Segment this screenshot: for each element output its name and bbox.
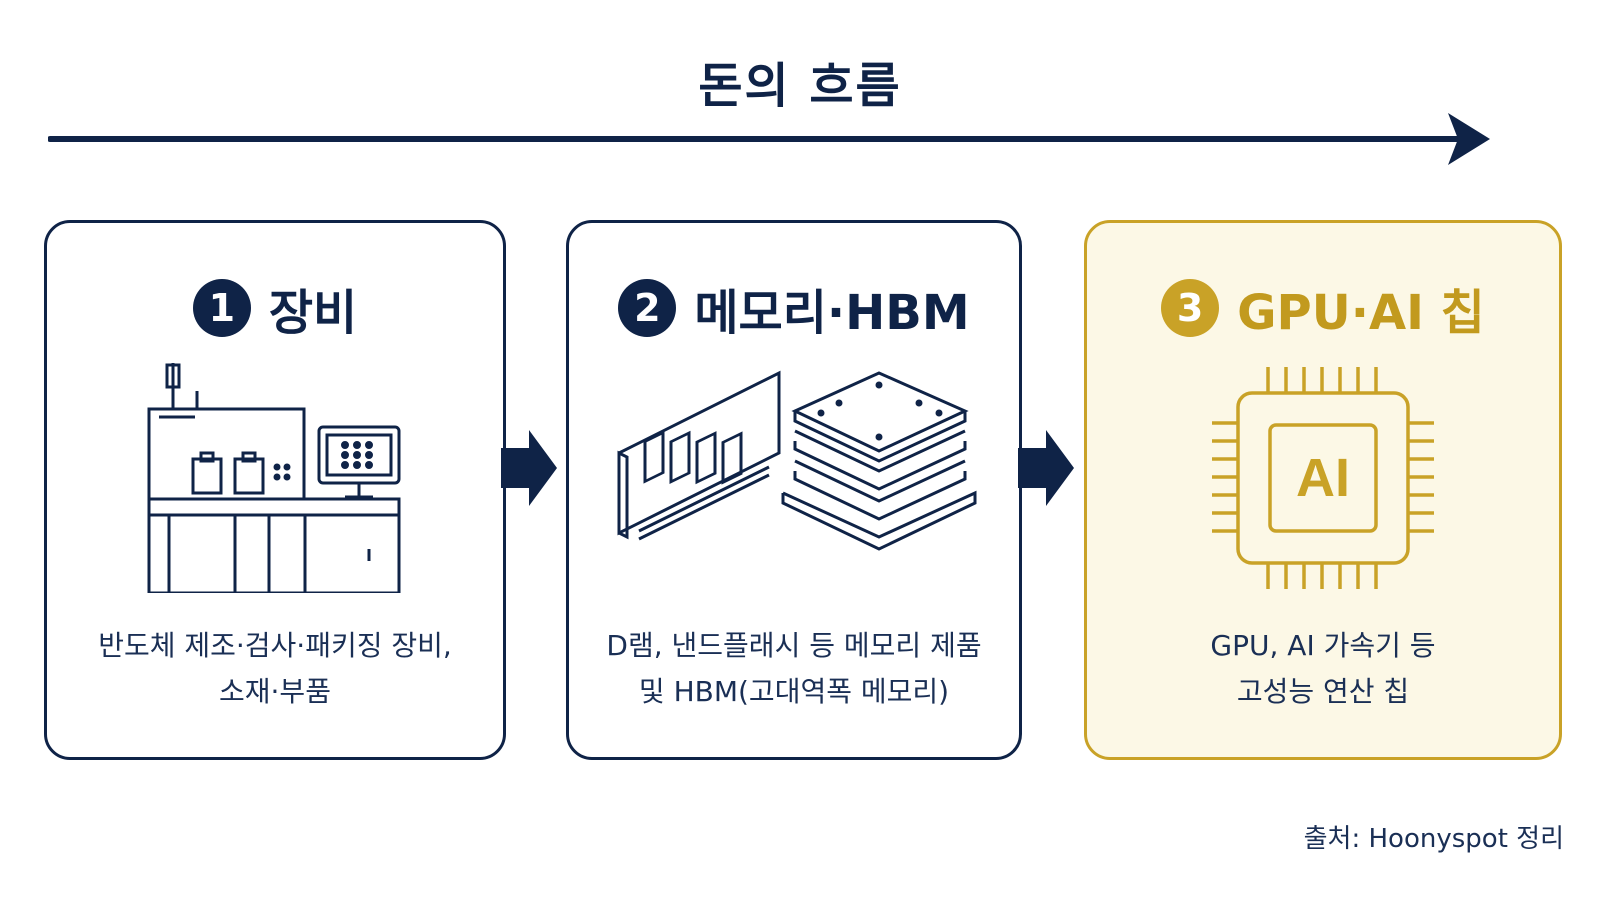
flow-arrow <box>48 113 1490 165</box>
card-title: GPU·AI 칩 <box>1237 285 1485 341</box>
card-memory-hbm: 2 메모리·HBM D램, 낸드플래시 등 메모리 제품 및 HBM(고대역폭 … <box>566 220 1022 760</box>
card-description: GPU, AI 가속기 등 고성능 연산 칩 <box>1097 623 1549 715</box>
step-number-badge: 1 <box>192 279 251 337</box>
card-header: 2 메모리·HBM <box>569 273 1019 343</box>
ai-chip-icon: AI <box>1212 367 1434 589</box>
step-number-badge: 3 <box>1161 279 1220 337</box>
description-line: D램, 낸드플래시 등 메모리 제품 <box>606 629 982 662</box>
card-equipment: 1 장비 반도체 제 <box>44 220 506 760</box>
description-line: 반도체 제조·검사·패키징 장비, <box>98 629 452 662</box>
description-line: 고성능 연산 칩 <box>1236 675 1410 708</box>
right-arrow-icon <box>1018 430 1074 506</box>
card-description: 반도체 제조·검사·패키징 장비, 소재·부품 <box>57 623 493 715</box>
source-note: 출처: Hoonyspot 정리 <box>1303 824 1564 854</box>
right-arrow-icon <box>501 430 557 506</box>
card-description: D램, 낸드플래시 등 메모리 제품 및 HBM(고대역폭 메모리) <box>579 623 1009 715</box>
description-line: 소재·부품 <box>219 675 331 708</box>
card-title: 메모리·HBM <box>694 285 970 341</box>
chip-label: AI <box>1296 448 1350 508</box>
description-line: GPU, AI 가속기 등 <box>1210 629 1436 662</box>
card-header: 1 장비 <box>47 273 503 343</box>
page-title: 돈의 흐름 <box>698 58 902 114</box>
description-line: 및 HBM(고대역폭 메모리) <box>638 675 950 708</box>
card-gpu-ai-chip: 3 GPU·AI 칩 AI GPU, AI 가속기 등 고성능 연산 칩 <box>1084 220 1562 760</box>
card-header: 3 GPU·AI 칩 <box>1087 273 1559 343</box>
step-number-badge: 2 <box>618 279 677 337</box>
card-title: 장비 <box>268 285 358 341</box>
semiconductor-equipment-icon <box>147 363 401 593</box>
memory-hbm-icon <box>617 370 977 551</box>
